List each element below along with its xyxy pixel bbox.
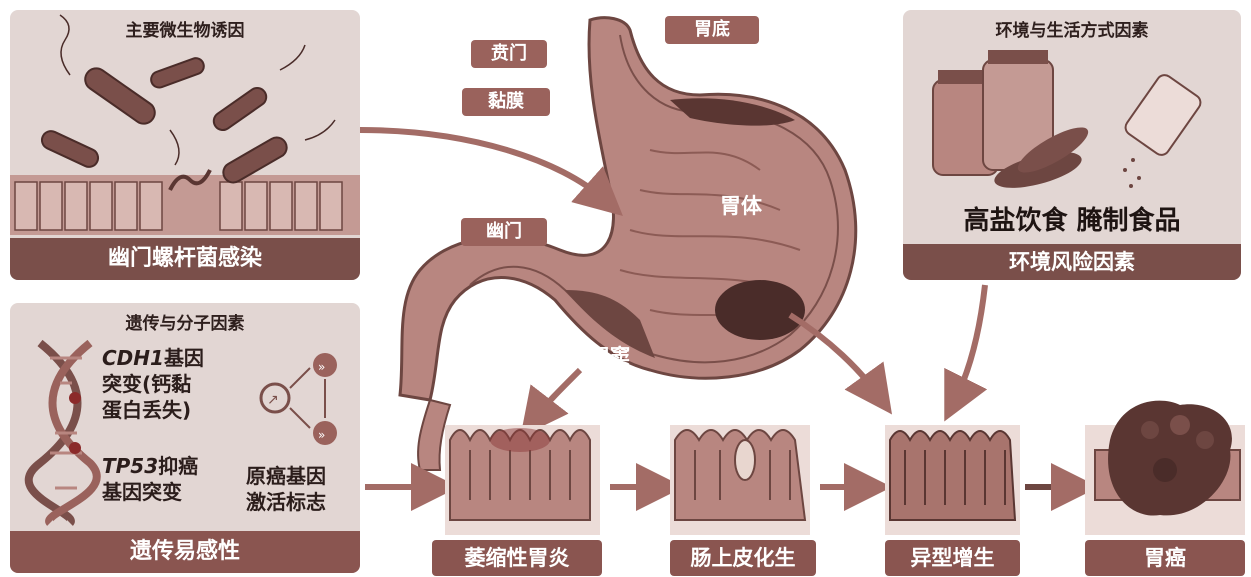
label-pylorus: 幽门	[461, 218, 547, 246]
tp53-gene-suffix: 抑癌	[158, 454, 198, 478]
environment-panel-footer: 环境风险因素	[903, 244, 1241, 280]
cdh1-line3: 蛋白丢失)	[102, 397, 204, 423]
stage-tissues	[445, 401, 1245, 535]
stage-label-intestinal-metaplasia: 肠上皮化生	[670, 540, 816, 576]
cdh1-gene-suffix: 基因	[164, 346, 204, 370]
oncogene-line1: 原癌基因	[246, 463, 326, 489]
label-mucosa: 黏膜	[462, 88, 550, 116]
label-body: 胃体	[720, 190, 762, 220]
cdh1-gene-name: CDH1	[102, 346, 164, 370]
food-illustration	[903, 10, 1241, 280]
tp53-gene-text: TP53抑癌 基因突变	[102, 453, 198, 505]
diet-text: 高盐饮食 腌制食品	[903, 200, 1241, 237]
tp53-line2: 基因突变	[102, 479, 198, 505]
microbe-panel: 主要微生物诱因 幽门螺杆菌感染	[10, 10, 360, 280]
environment-panel: 环境与生活方式因素 高盐饮食 腌制食品 环境风险因素	[903, 10, 1241, 280]
label-fundus: 胃底	[665, 16, 759, 44]
genetic-panel: 遗传与分子因素 ↗ » » CDH1基因 突变(钙黏 蛋白丢失) TP53抑癌 …	[10, 303, 360, 573]
microbe-panel-footer: 幽门螺杆菌感染	[10, 238, 360, 280]
stage-label-atrophic-gastritis: 萎缩性胃炎	[432, 540, 602, 576]
svg-text:»: »	[318, 428, 325, 442]
svg-text:↗: ↗	[267, 392, 279, 408]
stage-label-gastric-cancer: 胃癌	[1085, 540, 1245, 576]
oncogene-text: 原癌基因 激活标志	[246, 463, 326, 515]
label-cardia: 贲门	[471, 40, 547, 68]
label-antrum: 胃窦	[590, 340, 630, 369]
tp53-gene-name: TP53	[102, 454, 158, 478]
cdh1-line2: 突变(钙黏	[102, 371, 204, 397]
genetic-panel-footer: 遗传易感性	[10, 531, 360, 573]
cdh1-gene-text: CDH1基因 突变(钙黏 蛋白丢失)	[102, 345, 204, 423]
stage-label-dysplasia: 异型增生	[885, 540, 1020, 576]
oncogene-line2: 激活标志	[246, 489, 326, 515]
svg-text:»: »	[318, 360, 325, 374]
